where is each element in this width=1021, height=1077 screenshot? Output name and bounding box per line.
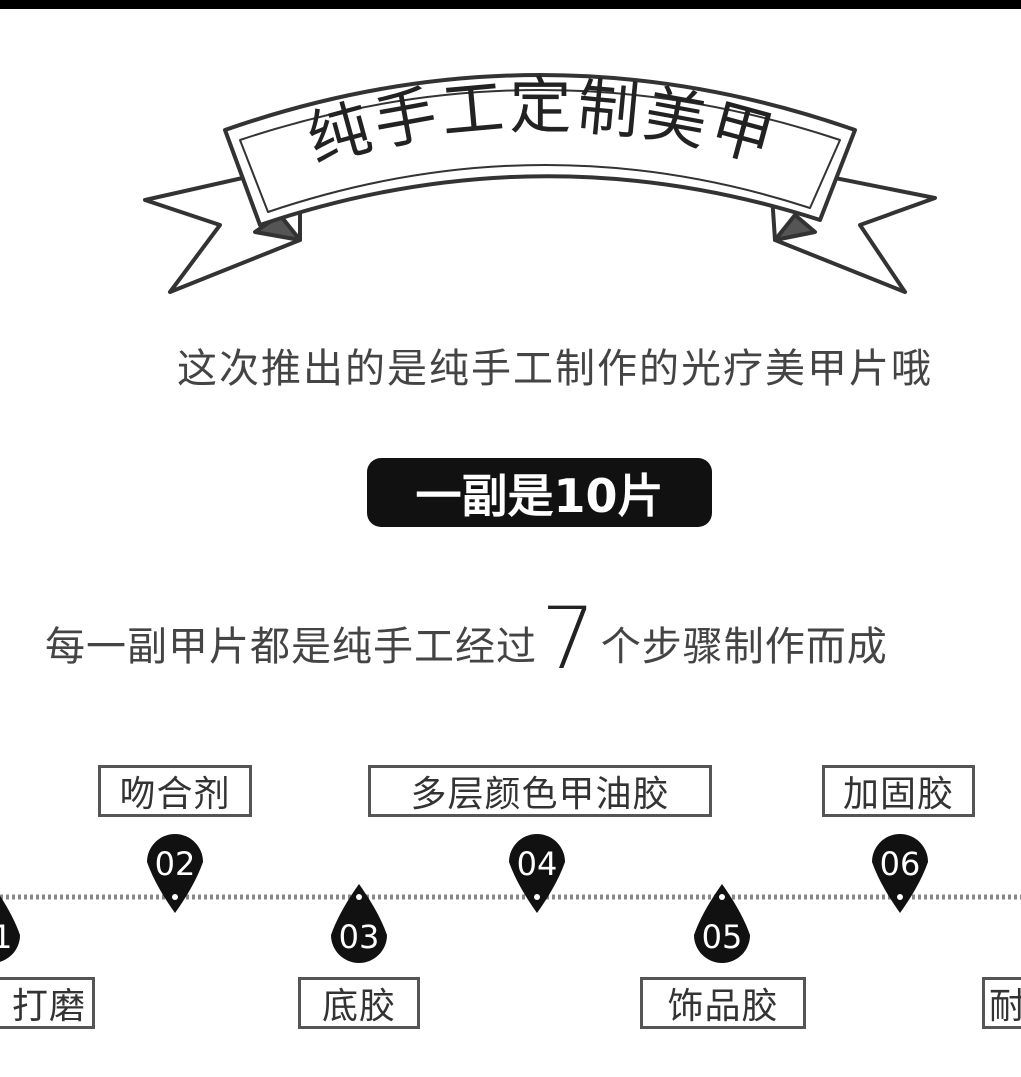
svg-text:03: 03 xyxy=(339,918,380,956)
steps-count: 7 xyxy=(541,589,597,689)
pieces-badge: 一副是10片 xyxy=(367,458,712,527)
ribbon-fold-right xyxy=(773,213,817,242)
svg-text:06: 06 xyxy=(880,845,921,883)
ribbon-banner xyxy=(143,73,937,294)
step-label-07: 耐 xyxy=(982,977,1021,1029)
svg-text:01: 01 xyxy=(0,918,12,956)
subtitle: 这次推出的是纯手工制作的光疗美甲片哦 xyxy=(177,346,933,392)
svg-text:04: 04 xyxy=(517,845,558,883)
step-label-06: 加固胶 xyxy=(822,765,975,817)
step-label-01: 打磨 xyxy=(0,977,95,1029)
step-pin-03: 03 xyxy=(331,884,387,963)
step-pin-01: 01 xyxy=(0,895,20,962)
steps-intro-after: 个步骤制作而成 xyxy=(600,624,888,670)
top-bar xyxy=(0,0,1021,9)
steps-intro: 每一副甲片都是纯手工经过 7 个步骤制作而成 xyxy=(45,596,888,686)
step-pin-04: 04 xyxy=(509,834,565,913)
step-label-04: 多层颜色甲油胶 xyxy=(368,765,712,817)
svg-text:02: 02 xyxy=(155,845,196,883)
step-label-02: 吻合剂 xyxy=(98,765,252,817)
step-label-03: 底胶 xyxy=(298,977,420,1029)
step-pin-05: 05 xyxy=(694,884,750,963)
svg-text:05: 05 xyxy=(702,918,743,956)
step-pin-06: 06 xyxy=(872,834,928,913)
steps-intro-before: 每一副甲片都是纯手工经过 xyxy=(45,624,537,670)
ribbon-band xyxy=(223,73,857,227)
step-pin-02: 02 xyxy=(147,834,203,913)
step-label-05: 饰品胶 xyxy=(640,977,806,1029)
